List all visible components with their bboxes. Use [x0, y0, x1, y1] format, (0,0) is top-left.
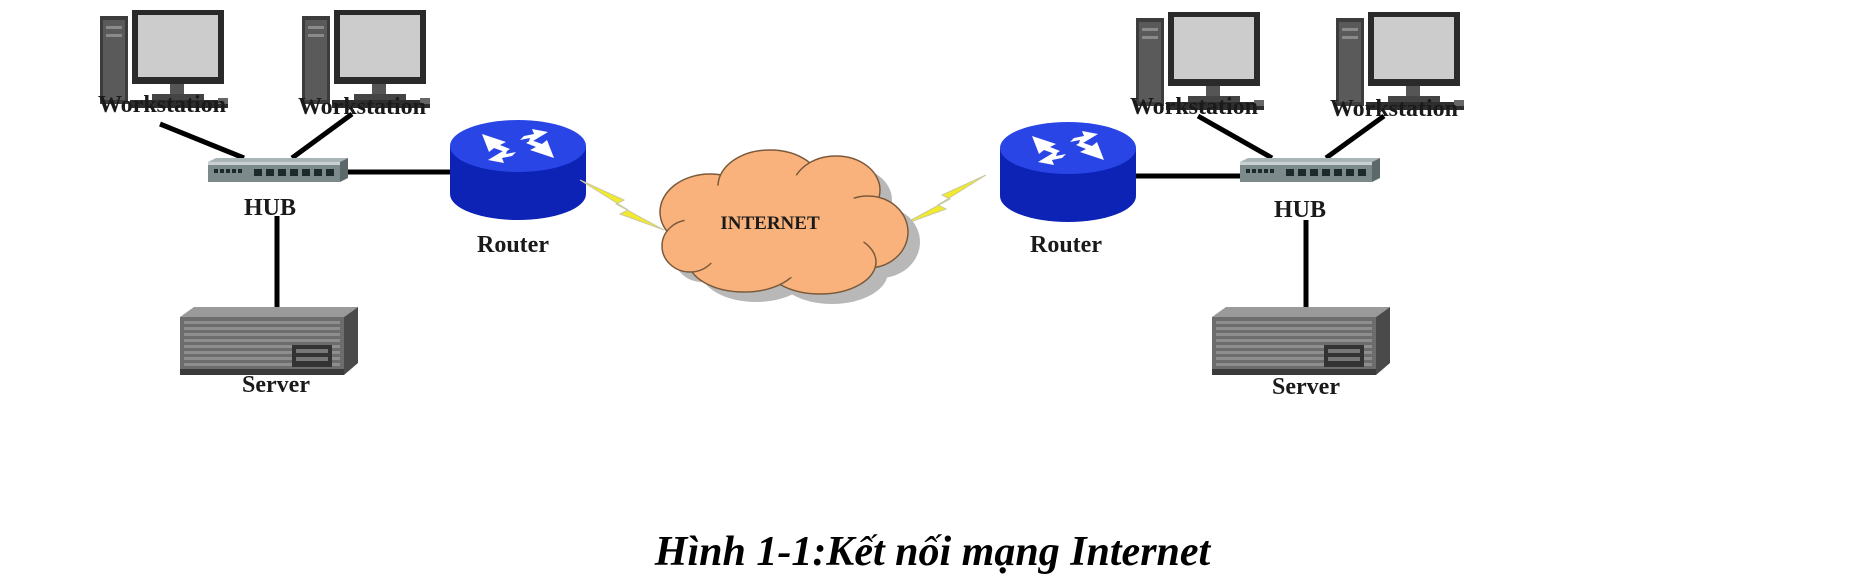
right-hub: [1240, 158, 1380, 182]
right-router: [1000, 122, 1136, 222]
left-server: [180, 307, 358, 375]
left-workstation-1-label: Workstation: [98, 92, 226, 118]
right-link-ws1-hub: [1196, 113, 1274, 161]
right-server: [1212, 307, 1390, 375]
left-hub-label: HUB: [244, 195, 296, 221]
left-workstation-2-label: Workstation: [298, 94, 426, 120]
left-router: [450, 120, 586, 220]
right-network: Workstation Workstation HUB Router Serve…: [1000, 12, 1464, 400]
left-router-label: Router: [477, 232, 549, 258]
figure-caption: Hình 1-1:Kết nối mạng Internet: [654, 529, 1211, 575]
network-hub-icon: [208, 158, 348, 182]
left-link-ws1-hub: [159, 121, 245, 161]
rack-server-icon: [180, 307, 358, 375]
right-wan-link: [901, 174, 987, 226]
left-link-ws2-hub: [290, 111, 354, 161]
network-hub-icon: [1240, 158, 1380, 182]
right-router-label: Router: [1030, 232, 1102, 258]
right-workstation-1-label: Workstation: [1130, 94, 1258, 120]
router-icon: [450, 120, 586, 220]
lightning-bolt-icon: [901, 174, 987, 226]
right-workstation-2-label: Workstation: [1330, 96, 1458, 122]
internet-label: INTERNET: [720, 213, 820, 234]
right-server-label: Server: [1272, 374, 1340, 400]
internet-cloud: INTERNET: [579, 149, 987, 304]
left-server-label: Server: [242, 372, 310, 398]
cloud-icon: INTERNET: [659, 149, 920, 304]
left-wan-link: [579, 179, 665, 231]
left-network: Workstation Workstation HUB Router Serve…: [98, 10, 586, 398]
rack-server-icon: [1212, 307, 1390, 375]
router-icon: [1000, 122, 1136, 222]
left-hub: [208, 158, 348, 182]
lightning-bolt-icon: [579, 179, 665, 231]
right-link-ws2-hub: [1324, 113, 1386, 161]
right-hub-label: HUB: [1274, 197, 1326, 223]
